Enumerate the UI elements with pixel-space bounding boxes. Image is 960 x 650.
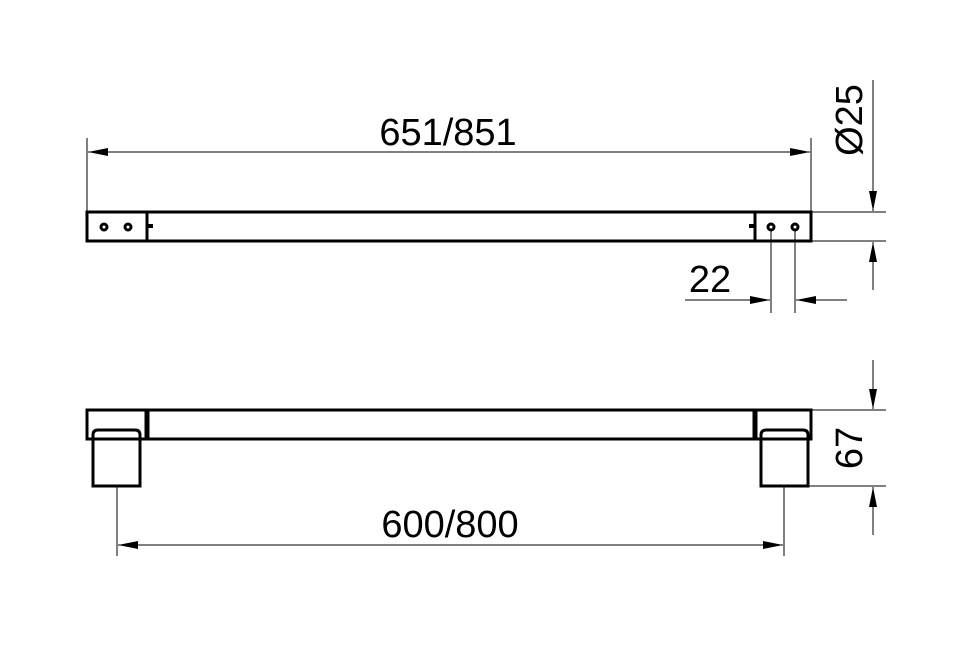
- top-view: [85, 210, 813, 243]
- height-label: 67: [829, 427, 871, 469]
- screw-hole-icon: [790, 222, 800, 232]
- overall-length-label: 651/851: [379, 112, 516, 154]
- diameter-label: Ø25: [829, 84, 871, 156]
- screw-hole-icon: [99, 222, 109, 232]
- screw-hole-icon: [123, 222, 133, 232]
- dimension-hole-spacing: 22: [685, 230, 847, 313]
- side-view: [85, 408, 813, 488]
- right-wall-mount: [759, 428, 810, 488]
- screw-hole-icon: [766, 222, 776, 232]
- left-wall-mount: [91, 428, 142, 488]
- dimension-overall-length: 651/851: [86, 112, 812, 212]
- center-distance-label: 600/800: [381, 504, 518, 546]
- left-tab: [147, 224, 153, 228]
- right-tab: [749, 224, 755, 228]
- bar-top-view: [85, 210, 813, 243]
- dimension-center-distance: 600/800: [116, 487, 785, 556]
- bar-side-view: [85, 408, 813, 441]
- dimension-height: 67: [808, 360, 886, 535]
- hole-spacing-label: 22: [689, 259, 731, 301]
- dimension-diameter: Ø25: [811, 80, 886, 290]
